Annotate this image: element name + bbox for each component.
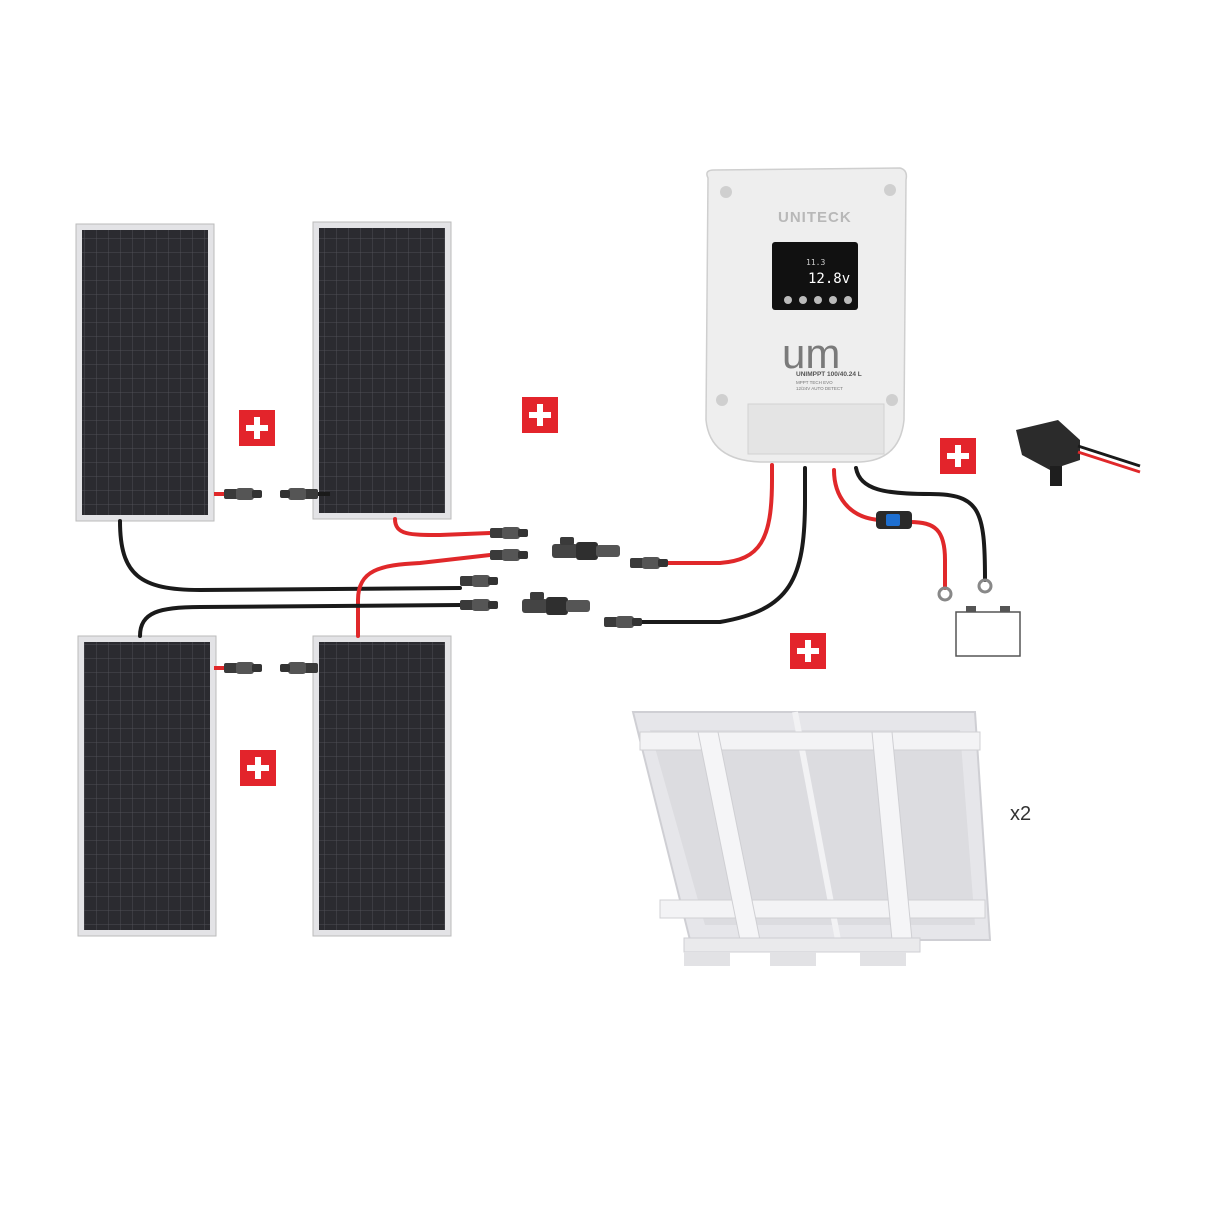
plus-badge-icon — [239, 410, 275, 446]
plus-badge-icon — [790, 633, 826, 669]
solar-panel-top-right — [312, 221, 452, 520]
mounting-bracket — [631, 711, 992, 966]
control-button[interactable] — [784, 296, 792, 304]
um-logo: um — [782, 330, 840, 377]
mc4-connector — [214, 662, 318, 674]
control-button[interactable] — [814, 296, 822, 304]
solar-panel-bottom-left — [77, 635, 217, 937]
ring-terminal — [977, 578, 993, 594]
spec-line-2: 12/24V AUTO DETECT — [796, 386, 843, 391]
lcd-panel — [772, 242, 858, 310]
solar-panel-bottom-right — [312, 635, 452, 937]
cable-harness — [118, 463, 987, 638]
svg-text:12.8v: 12.8v — [808, 271, 850, 287]
control-button[interactable] — [799, 296, 807, 304]
temperature-sensor-icon — [1016, 420, 1141, 486]
plus-badge-icon — [940, 438, 976, 474]
charge-controller: UNITECK 11.3 12.8v um UNIMPPT 100/40.24 … — [705, 167, 908, 463]
spec-line-1: MPPT TECH EVO — [796, 380, 833, 385]
control-button[interactable] — [844, 296, 852, 304]
quantity-label: x2 — [1010, 803, 1031, 825]
ring-terminal — [937, 586, 953, 602]
brand-logo: UNITECK — [778, 209, 852, 226]
solar-panel-top-left — [75, 223, 215, 522]
mc4-connector — [214, 488, 330, 500]
model-label: UNIMPPT 100/40.24 L — [796, 371, 862, 378]
battery-icon — [955, 606, 1021, 657]
branch-connector — [522, 537, 620, 615]
plus-badge-icon — [522, 397, 558, 433]
control-button[interactable] — [829, 296, 837, 304]
plus-badge-icon — [240, 750, 276, 786]
svg-text:11.3: 11.3 — [806, 258, 825, 267]
fuse-holder — [876, 511, 912, 529]
